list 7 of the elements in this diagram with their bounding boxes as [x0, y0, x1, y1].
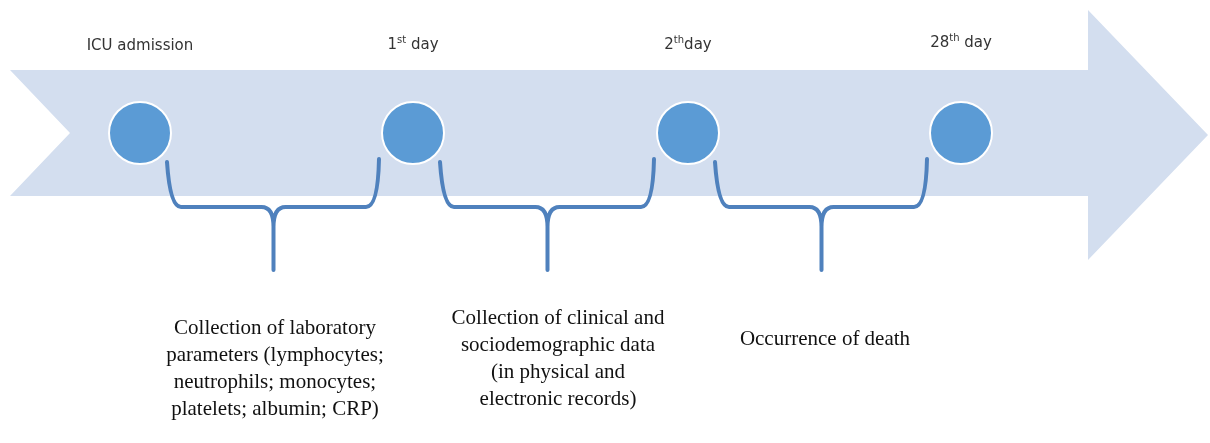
- timepoint-label: ICU admission: [86, 36, 194, 54]
- timepoint-label: 28$^{th}$ day: [930, 32, 992, 51]
- period-description: Occurrence of death: [738, 325, 912, 352]
- timepoint-label: 2$^{th}$day: [664, 34, 712, 53]
- timepoint-label: 1$^{st}$ day: [387, 34, 439, 53]
- period-description: Collection of laboratory parameters (lymphocytes; neutrophils; monocytes; platelets; albumin; CRP): [165, 314, 385, 422]
- period-description: Collection of clinical and sociodemographic data (in physical and electronic records): [450, 304, 666, 412]
